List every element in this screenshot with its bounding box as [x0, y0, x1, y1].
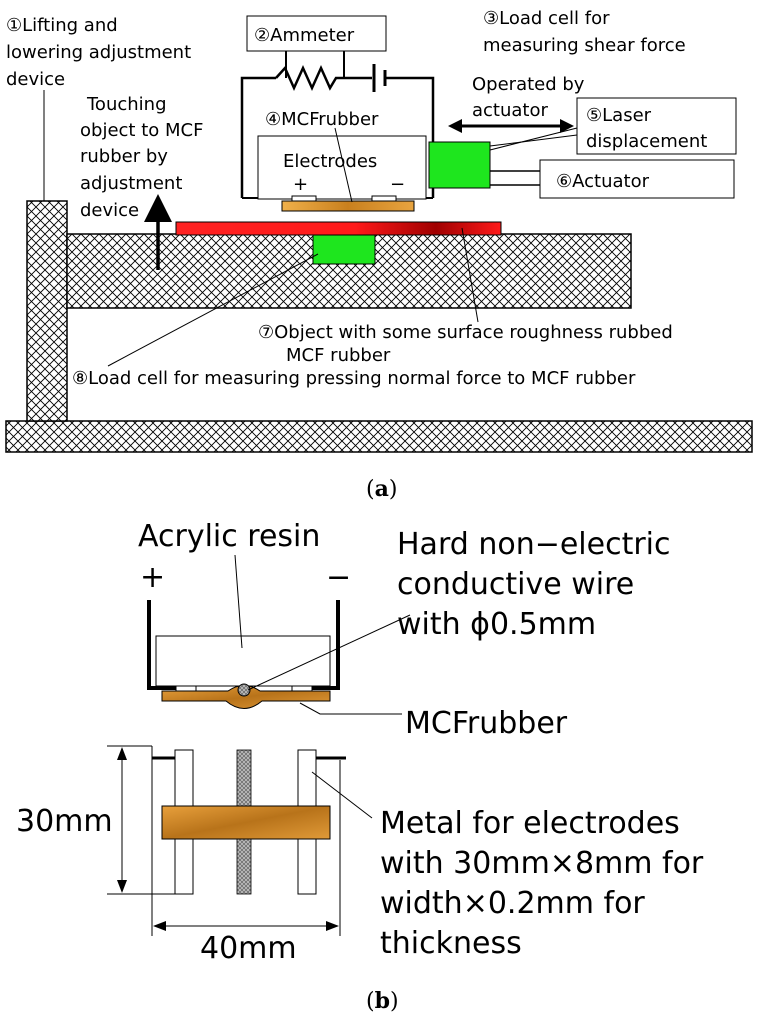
leader-metal — [311, 771, 373, 819]
rough-object — [175, 221, 502, 236]
label-lifting-1: ①Lifting and — [6, 15, 118, 36]
label-touching-1: Touching — [86, 94, 167, 115]
leader-acrylic — [234, 554, 243, 649]
label-mcf-rubber: ④MCFrubber — [265, 109, 379, 130]
nonconductive-wire-section — [237, 683, 251, 697]
leader-mcf-rubber-b — [299, 702, 402, 715]
electrode-wire-right — [312, 600, 340, 690]
label-electrodes: Electrodes — [283, 151, 377, 172]
label-metal-2: with 30mm×8mm for — [380, 846, 704, 881]
lifting-pillar — [26, 200, 68, 422]
label-metal-3: width×0.2mm for — [380, 886, 645, 921]
resistor-icon — [275, 64, 342, 92]
label-electrode-plus-b: + — [140, 560, 165, 595]
laser-box — [576, 97, 737, 155]
dim-height-arrow-bottom — [117, 880, 127, 893]
operation-arrowhead-right — [560, 119, 574, 133]
acrylic-block — [257, 135, 427, 200]
label-shear-cell-1: ③Load cell for — [483, 8, 610, 29]
panel-a: ①Lifting and lowering adjustment device … — [5, 8, 753, 502]
normal-load-cell — [312, 233, 376, 265]
label-acrylic-resin: Acrylic resin — [138, 519, 320, 554]
label-electrode-minus-b: − — [326, 560, 351, 595]
label-metal-1: Metal for electrodes — [380, 806, 680, 841]
mcf-rubber-top — [161, 805, 331, 840]
label-touching-3: rubber by — [80, 146, 168, 167]
laser-beam — [489, 127, 578, 151]
leader-normal-cell — [107, 253, 319, 367]
caption-a: (a) — [366, 476, 397, 502]
label-wire-2: conductive wire — [397, 567, 634, 602]
ammeter-box — [246, 15, 387, 52]
label-operated-2: actuator — [472, 100, 548, 121]
label-lifting-2: lowering adjustment — [6, 42, 191, 63]
label-object-1: ⑦Object with some surface roughness rubb… — [258, 322, 673, 343]
metal-plate-left — [175, 685, 197, 692]
shear-load-cell — [428, 141, 491, 189]
label-electrode-plus: + — [293, 174, 308, 195]
label-laser-1: ⑤Laser — [586, 105, 652, 126]
label-object-2: MCF rubber — [286, 345, 391, 366]
leader-object — [461, 227, 479, 323]
dim-width-arrow-left — [153, 921, 166, 931]
dim-width-arrow-right — [326, 921, 339, 931]
acrylic-resin-block — [155, 635, 331, 687]
electrode-plus-pad — [291, 195, 317, 202]
label-wire-1: Hard non−electric — [397, 527, 671, 562]
label-mcf-rubber-b: MCFrubber — [405, 706, 568, 741]
label-shear-cell-2: measuring shear force — [483, 35, 686, 56]
label-lifting-3: device — [6, 69, 65, 90]
label-touching-2: object to MCF — [80, 120, 203, 141]
mcf-rubber-pad — [281, 200, 415, 212]
laser-beam-2 — [489, 134, 578, 147]
label-electrode-minus: − — [390, 174, 405, 195]
leader-wire — [247, 614, 411, 691]
mcf-rubber-side — [161, 685, 331, 709]
metal-plate-right — [291, 685, 313, 692]
electrode-wire-left — [147, 600, 176, 690]
label-metal-4: thickness — [380, 926, 522, 961]
caption-b: (b) — [366, 988, 399, 1014]
electrode-minus-pad — [371, 195, 397, 202]
label-dim-height: 30mm — [16, 804, 113, 839]
label-operated-1: Operated by — [472, 74, 585, 95]
panel-b: Acrylic resin + − Hard non−electric cond… — [16, 519, 704, 1014]
actuator-box — [539, 159, 735, 199]
label-ammeter: ②Ammeter — [254, 25, 355, 46]
label-dim-width: 40mm — [200, 931, 297, 966]
operation-arrowhead-left — [448, 119, 462, 133]
label-touching-4: adjustment — [80, 173, 182, 194]
dim-height-arrow-top — [117, 747, 127, 760]
label-normal-load-cell: ⑧Load cell for measuring pressing normal… — [72, 368, 636, 389]
label-wire-3: with ϕ0.5mm — [397, 607, 596, 642]
label-laser-2: displacement — [586, 131, 707, 152]
base-plate — [5, 420, 753, 453]
label-touching-5: device — [80, 200, 139, 221]
leader-mcf-rubber — [334, 127, 353, 203]
label-actuator: ⑥Actuator — [556, 171, 650, 192]
